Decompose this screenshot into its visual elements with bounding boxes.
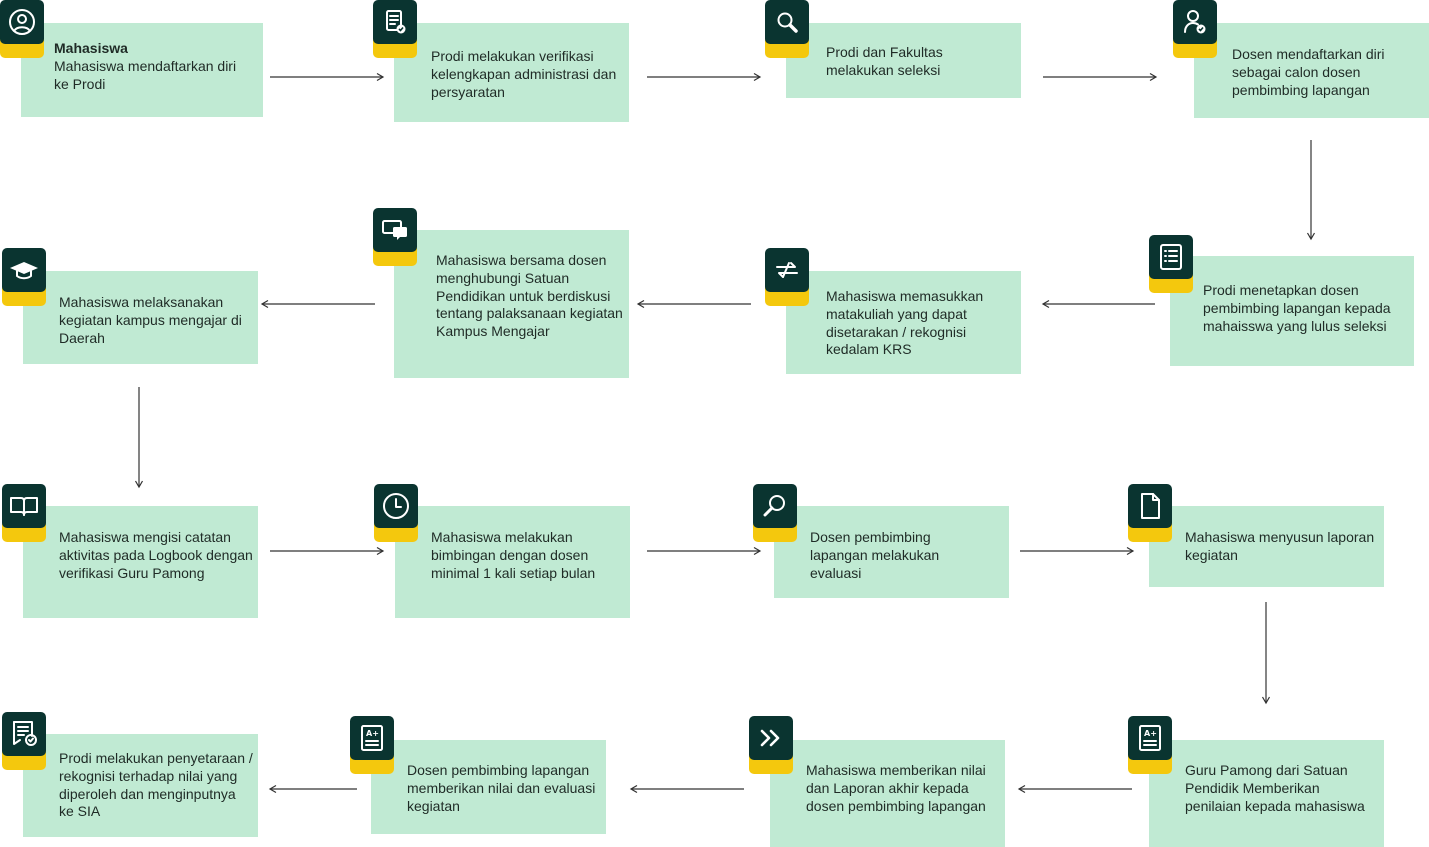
user-check-icon bbox=[1173, 0, 1217, 58]
flow-arrow-13 bbox=[1017, 784, 1132, 794]
step-text-8: Mahasiswa melaksanakan kegiatan kampus m… bbox=[59, 294, 249, 347]
flow-arrow-3 bbox=[1043, 72, 1158, 82]
step-description: Dosen mendaftarkan diri sebagai calon do… bbox=[1232, 46, 1385, 98]
step-box-9 bbox=[23, 506, 258, 618]
flow-arrow-9 bbox=[270, 546, 385, 556]
step-box-4 bbox=[1194, 23, 1429, 118]
step-text-7: Mahasiswa bersama dosen menghubungi Satu… bbox=[436, 252, 626, 341]
flow-arrow-14 bbox=[629, 784, 744, 794]
step-description: Guru Pamong dari Satuan Pendidik Memberi… bbox=[1185, 762, 1365, 814]
step-description: Mahasiswa mendaftarkan diri ke Prodi bbox=[54, 57, 237, 92]
search-icon bbox=[765, 0, 809, 58]
step-description: Mahasiswa melaksanakan kegiatan kampus m… bbox=[59, 294, 242, 346]
step-box-2 bbox=[394, 23, 629, 122]
chat-bubbles-icon bbox=[373, 208, 417, 266]
step-box-10 bbox=[395, 506, 630, 618]
flow-arrow-2 bbox=[647, 72, 762, 82]
flow-arrow-1 bbox=[270, 72, 385, 82]
svg-text:A+: A+ bbox=[1144, 729, 1157, 738]
step-text-9: Mahasiswa mengisi catatan aktivitas pada… bbox=[59, 529, 254, 582]
step-box-8 bbox=[23, 271, 258, 364]
document-check-icon bbox=[373, 0, 417, 58]
step-description: Dosen pembimbing lapangan memberikan nil… bbox=[407, 762, 596, 814]
clock-icon bbox=[374, 484, 418, 542]
step-box-1 bbox=[21, 23, 263, 117]
flow-arrow-11 bbox=[1020, 546, 1135, 556]
step-description: Prodi melakukan verifikasi kelengkapan a… bbox=[431, 48, 617, 100]
step-box-12 bbox=[1149, 506, 1384, 587]
flow-arrow-4 bbox=[1306, 140, 1316, 241]
transfer-arrows-icon bbox=[765, 248, 809, 306]
grade-report-icon: A+ bbox=[350, 716, 394, 774]
step-text-11: Dosen pembimbing lapangan melakukan eval… bbox=[810, 529, 985, 582]
double-chevron-icon bbox=[749, 716, 793, 774]
step-description: Mahasiswa memberikan nilai dan Laporan a… bbox=[806, 762, 986, 814]
step-text-14: Mahasiswa memberikan nilai dan Laporan a… bbox=[806, 762, 996, 815]
step-description: Mahasiswa melakukan bimbingan dengan dos… bbox=[431, 529, 596, 581]
magnifier-icon bbox=[753, 484, 797, 542]
step-box-7 bbox=[394, 230, 629, 378]
step-text-2: Prodi melakukan verifikasi kelengkapan a… bbox=[431, 48, 621, 101]
flow-arrow-8 bbox=[134, 387, 144, 489]
step-text-16: Prodi melakukan penyetaraan / rekognisi … bbox=[59, 750, 254, 821]
step-text-3: Prodi dan Fakultas melakukan seleksi bbox=[826, 44, 996, 80]
open-book-icon bbox=[2, 484, 46, 542]
step-description: Prodi menetapkan dosen pembimbing lapang… bbox=[1203, 282, 1391, 334]
list-icon bbox=[1149, 235, 1193, 293]
step-text-13: Guru Pamong dari Satuan Pendidik Memberi… bbox=[1185, 762, 1375, 815]
graduation-cap-icon bbox=[2, 248, 46, 306]
step-box-16 bbox=[23, 734, 258, 837]
step-title: Mahasiswa bbox=[54, 40, 128, 56]
step-box-14 bbox=[770, 740, 1005, 847]
user-circle-icon bbox=[0, 0, 44, 58]
step-text-5: Prodi menetapkan dosen pembimbing lapang… bbox=[1203, 282, 1393, 335]
flow-arrow-6 bbox=[636, 299, 751, 309]
certificate-icon bbox=[2, 712, 46, 770]
flow-arrow-15 bbox=[268, 784, 357, 794]
step-text-6: Mahasiswa memasukkan matakuliah yang dap… bbox=[826, 288, 1016, 359]
step-box-13 bbox=[1149, 740, 1384, 847]
flow-arrow-12 bbox=[1261, 602, 1271, 705]
step-description: Prodi dan Fakultas melakukan seleksi bbox=[826, 44, 943, 78]
step-text-10: Mahasiswa melakukan bimbingan dengan dos… bbox=[431, 529, 621, 582]
step-box-11 bbox=[774, 506, 1009, 598]
document-icon bbox=[1128, 484, 1172, 542]
step-box-15 bbox=[371, 740, 606, 834]
flow-arrow-10 bbox=[647, 546, 762, 556]
step-text-12: Mahasiswa menyusun laporan kegiatan bbox=[1185, 529, 1375, 565]
flow-arrow-7 bbox=[260, 299, 375, 309]
step-description: Mahasiswa bersama dosen menghubungi Satu… bbox=[436, 252, 623, 340]
step-description: Mahasiswa memasukkan matakuliah yang dap… bbox=[826, 288, 984, 358]
svg-text:A+: A+ bbox=[366, 729, 379, 738]
step-text-4: Dosen mendaftarkan diri sebagai calon do… bbox=[1232, 46, 1422, 99]
step-description: Mahasiswa menyusun laporan kegiatan bbox=[1185, 529, 1375, 563]
step-box-3 bbox=[786, 23, 1021, 98]
step-description: Dosen pembimbing lapangan melakukan eval… bbox=[810, 529, 940, 581]
step-description: Mahasiswa mengisi catatan aktivitas pada… bbox=[59, 529, 253, 581]
step-box-6 bbox=[786, 271, 1021, 374]
step-description: Prodi melakukan penyetaraan / rekognisi … bbox=[59, 750, 253, 820]
grade-report-icon: A+ bbox=[1128, 716, 1172, 774]
step-text-15: Dosen pembimbing lapangan memberikan nil… bbox=[407, 762, 597, 815]
step-box-5 bbox=[1170, 256, 1414, 366]
flow-arrow-5 bbox=[1041, 299, 1155, 309]
